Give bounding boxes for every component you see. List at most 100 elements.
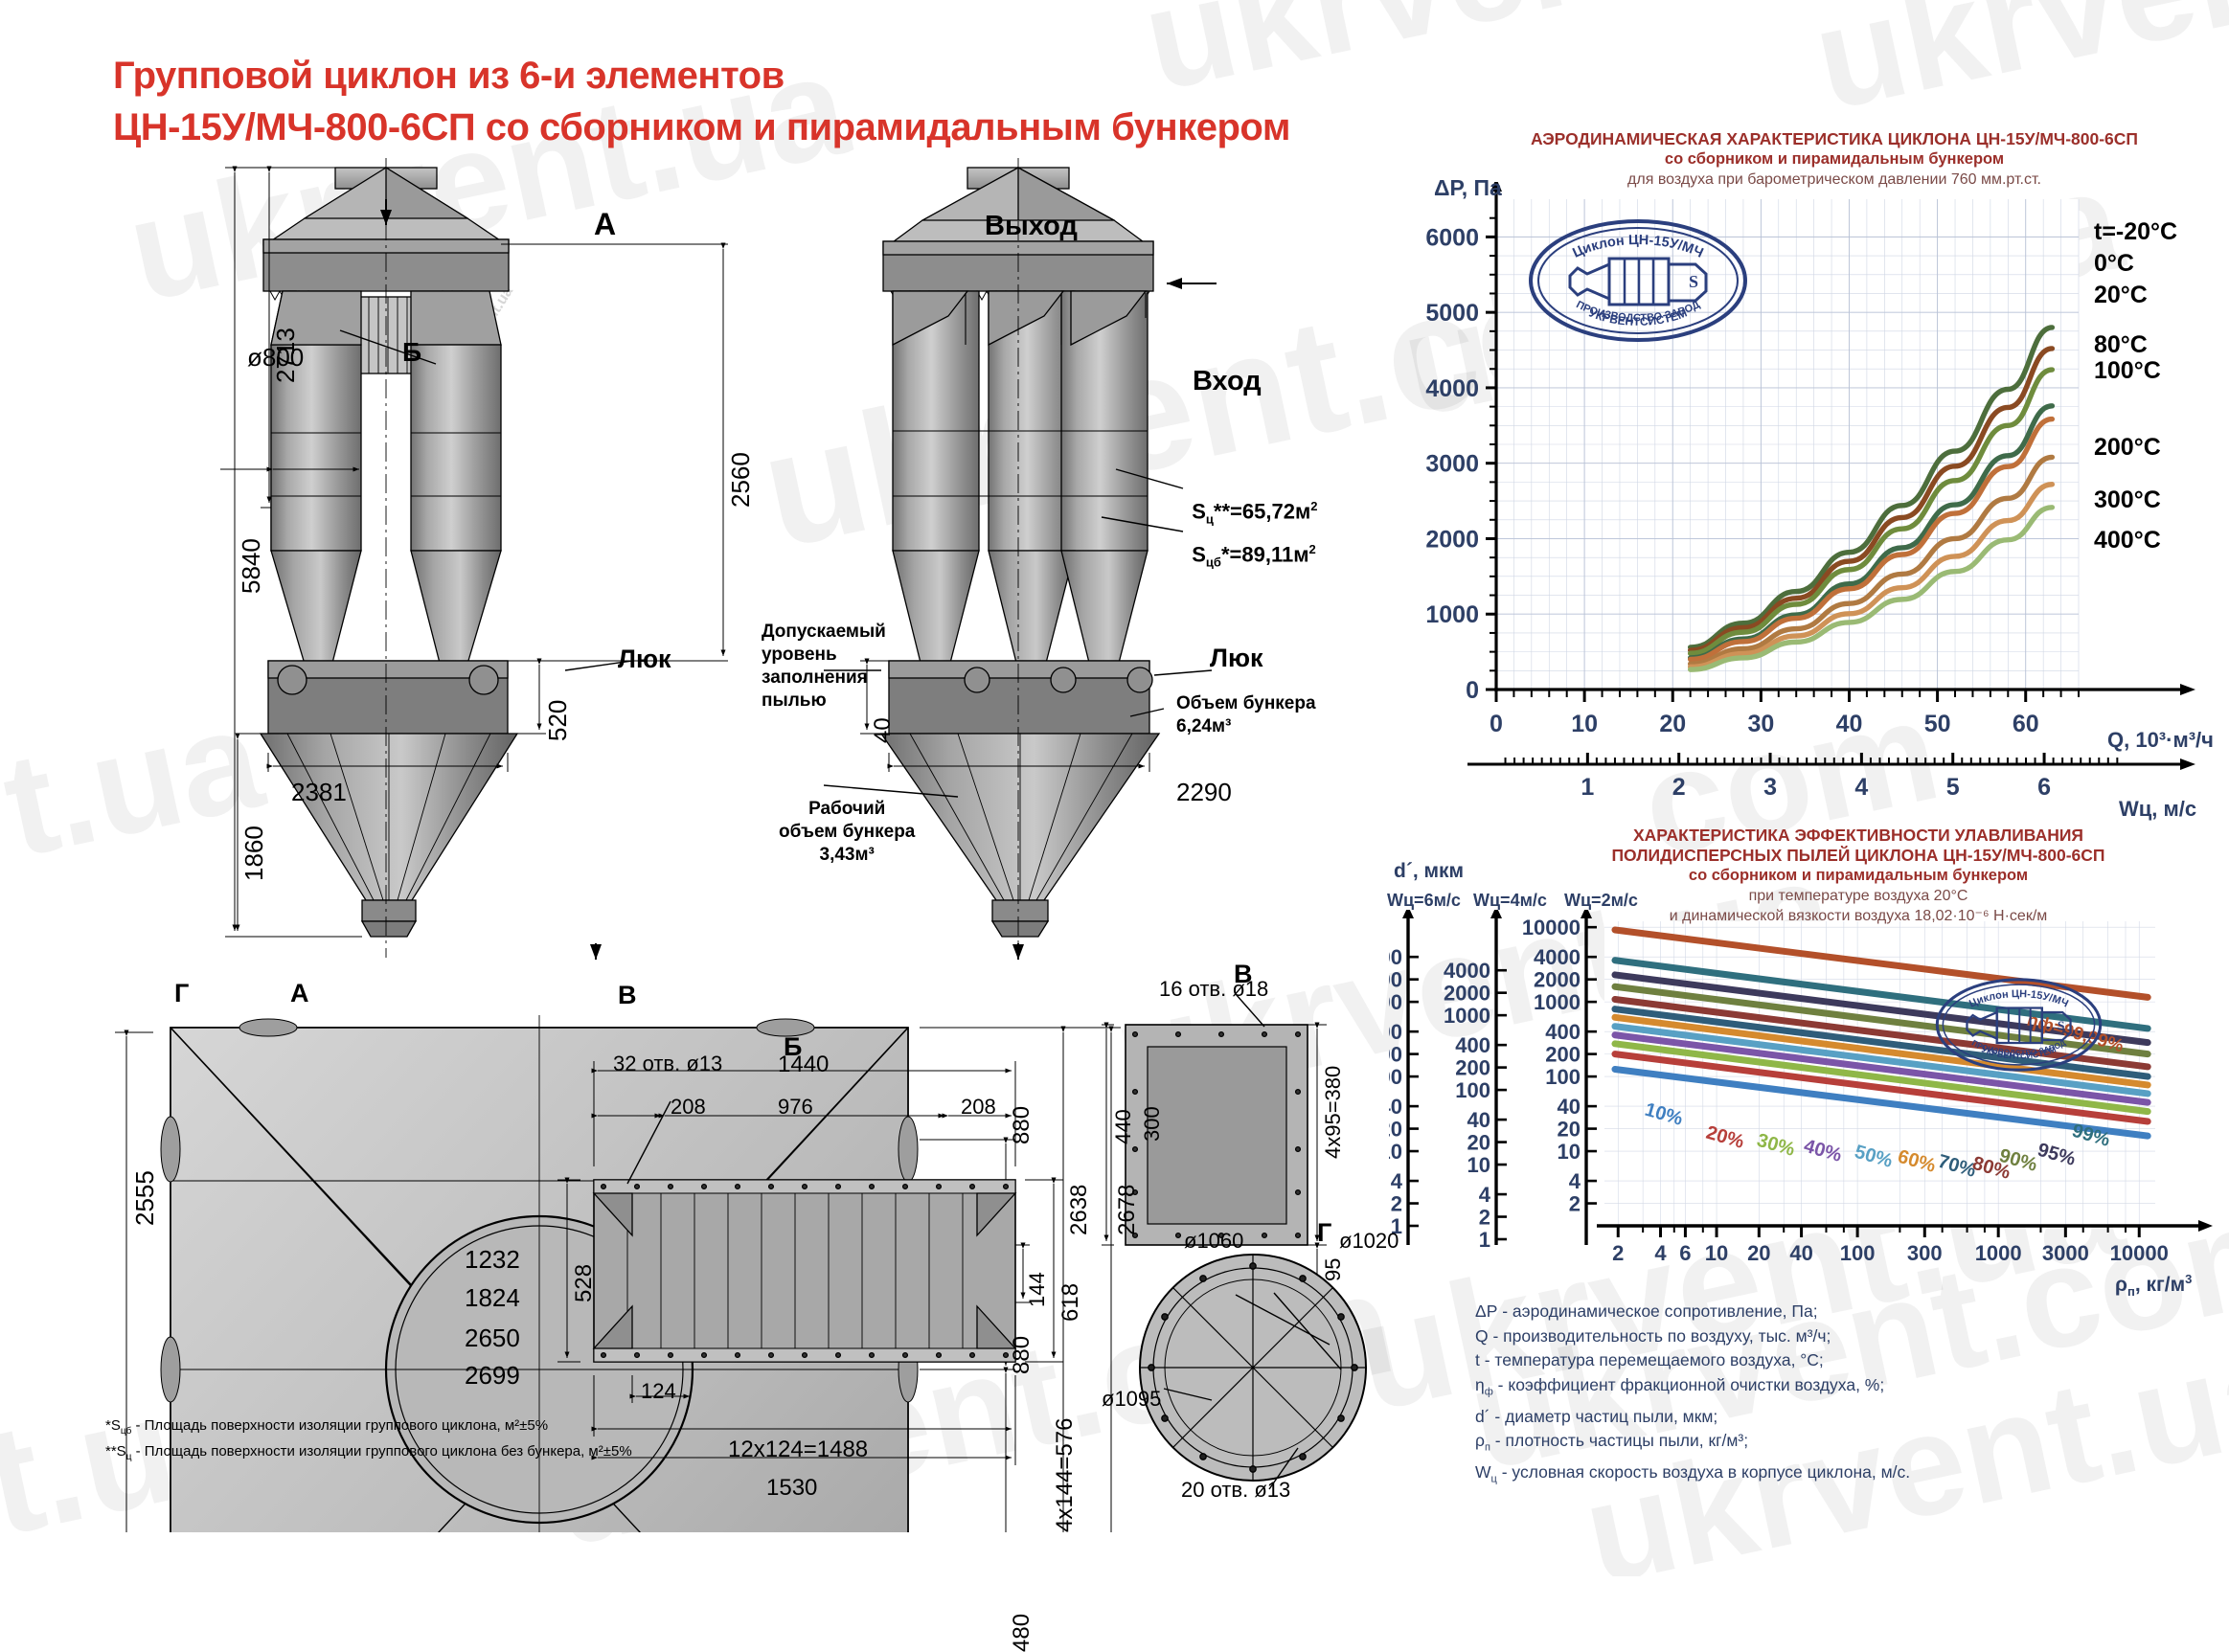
note-symbol: Q (1475, 1325, 1489, 1346)
svg-text:3: 3 (1763, 774, 1777, 801)
chart1-xlabel: Q, 10³·м³/ч (2107, 728, 2214, 752)
dim-124: 124 (641, 1379, 676, 1403)
svg-text:2: 2 (1391, 1192, 1402, 1216)
label-bunker-volume: Объем бункера 6,24м³ (1176, 693, 1316, 736)
label-hatch-right: Люк (1210, 644, 1263, 672)
chart2-yaxis2-label: Wц=4м/с (1473, 891, 1547, 910)
label-s-cyclone: Sц**=65,72м2 (1180, 474, 1317, 527)
note-text: - коэффициент фракционной очистки воздух… (1492, 1374, 1885, 1394)
svg-text:60: 60 (2013, 711, 2039, 737)
svg-text:10: 10 (1389, 1140, 1402, 1164)
dim-1232: 1232 (465, 1245, 520, 1274)
chart2-subtitle3: и динамической вязкости воздуха 18,02·10… (1669, 908, 2048, 924)
chart1-ylabel: ΔР, Па (1434, 175, 1502, 200)
svg-text:4: 4 (1654, 1241, 1667, 1265)
svg-text:4000: 4000 (1444, 959, 1490, 983)
svg-text:40: 40 (1467, 1108, 1490, 1132)
dim-520: 520 (543, 699, 572, 741)
svg-text:0: 0 (1490, 711, 1503, 737)
dim-d1095: ø1095 (1102, 1387, 1162, 1411)
label-inlet: Вход (1193, 366, 1262, 396)
svg-text:200: 200 (1455, 1056, 1490, 1080)
svg-text:10: 10 (1558, 1140, 1581, 1164)
svg-text:100: 100 (1840, 1241, 1876, 1265)
label-hatch-left: Люк (618, 645, 671, 673)
svg-text:4000: 4000 (1389, 945, 1402, 969)
svg-text:6: 6 (2037, 774, 2051, 801)
footnote-1-text: - Площадь поверхности изоляции групповог… (131, 1417, 549, 1434)
svg-text:20°C: 20°C (2094, 282, 2148, 308)
svg-text:400: 400 (1389, 1020, 1402, 1044)
label-section-v-bottom: В (618, 981, 637, 1009)
label-plan-a: А (290, 979, 309, 1007)
dim-2555: 2555 (130, 1170, 159, 1226)
svg-text:10: 10 (1467, 1153, 1490, 1177)
label-plan-b: Б (784, 1032, 803, 1061)
svg-text:1000: 1000 (1534, 990, 1581, 1014)
svg-text:4: 4 (1854, 774, 1868, 801)
chart2-yaxis1-label: Wц=6м/с (1387, 891, 1461, 910)
dim-880-a: 880 (1009, 1105, 1035, 1144)
svg-text:S: S (2058, 1018, 2065, 1032)
svg-text:30: 30 (1747, 711, 1774, 737)
label-section-b: Б (402, 337, 422, 367)
label-s-bunker: Sцб*=89,11м2 (1180, 517, 1316, 570)
chart2-xlabel: ρп, кг/м3 (2115, 1272, 2193, 1300)
chart2-subtitle2: при температуре воздуха 20°С (1748, 888, 1968, 904)
s-bunker-sup: 2 (1308, 542, 1316, 556)
chart-efficiency: 1241020401002004001000200040001241020401… (1389, 910, 2213, 1265)
svg-text:10000: 10000 (2110, 1241, 2169, 1265)
dim-880-b: 880 (1009, 1335, 1035, 1374)
svg-text:4: 4 (1391, 1169, 1403, 1193)
note-item: ρп - плотность частицы пыли, кг/м³; (1475, 1429, 1910, 1460)
s-bunker-sub: цб (1205, 554, 1221, 570)
footnote-1: *Sцб - Площадь поверхности изоляции груп… (105, 1415, 632, 1441)
s-bunker-symbol: S (1192, 542, 1206, 567)
dim-618: 618 (1058, 1282, 1083, 1322)
svg-text:300: 300 (1907, 1241, 1943, 1265)
label-section-a-top: А (594, 207, 617, 241)
svg-text:1: 1 (1391, 1214, 1402, 1238)
svg-text:400: 400 (1545, 1020, 1581, 1044)
svg-text:3000: 3000 (2042, 1241, 2089, 1265)
svg-text:40: 40 (1389, 1095, 1402, 1119)
dim-d1060: ø1060 (1184, 1229, 1244, 1253)
dim-300: 300 (1140, 1106, 1164, 1142)
svg-text:300°C: 300°C (2094, 487, 2161, 513)
label-plan-v: В (1234, 960, 1253, 988)
note-symbol: ΔР (1475, 1301, 1498, 1321)
dim-4x144: 4x144=576 (1052, 1417, 1078, 1532)
chart2-title2: ПОЛИДИСПЕРСНЫХ ПЫЛЕЙ ЦИКЛОНА ЦН-15У/МЧ-8… (1611, 846, 2105, 865)
svg-text:1000: 1000 (1425, 601, 1479, 628)
chart1-title-block: АЭРОДИНАМИЧЕСКАЯ ХАРАКТЕРИСТИКА ЦИКЛОНА … (1456, 129, 2213, 190)
footnote-2-symbol: **S (105, 1443, 126, 1460)
svg-text:0: 0 (1466, 677, 1479, 704)
dim-d1020: ø1020 (1339, 1229, 1399, 1253)
svg-text:2000: 2000 (1534, 968, 1581, 992)
svg-text:0°C: 0°C (2094, 250, 2134, 277)
dim-2290: 2290 (1176, 778, 1232, 806)
chart1-subtitle2: для воздуха при барометрическом давлении… (1627, 171, 2041, 188)
dim-208-left: 208 (671, 1095, 706, 1119)
svg-text:1: 1 (1581, 774, 1594, 801)
dim-16-holes: 16 отв. ø18 (1159, 977, 1269, 1001)
svg-text:2000: 2000 (1425, 526, 1479, 553)
svg-text:1000: 1000 (1444, 1004, 1490, 1028)
note-subscript: ф (1484, 1386, 1493, 1397)
dim-40: 40 (870, 717, 896, 743)
dim-1440: 1440 (778, 1052, 830, 1077)
svg-text:1000: 1000 (1975, 1241, 2022, 1265)
svg-text:20: 20 (1659, 711, 1686, 737)
note-text: - плотность частицы пыли, кг/м³; (1490, 1431, 1749, 1450)
svg-text:Циклон ЦН-15У/МЧ: Циклон ЦН-15У/МЧ (1967, 988, 2070, 1010)
dim-2638: 2638 (1066, 1184, 1092, 1235)
note-symbol: η (1475, 1374, 1485, 1394)
svg-text:3000: 3000 (1425, 451, 1479, 478)
dim-4x95: 4x95=380 (1321, 1065, 1345, 1159)
svg-text:200: 200 (1545, 1043, 1581, 1067)
label-dust-level: Допускаемый уровень заполнения пылью (762, 622, 886, 711)
chart1-xlabel2: Wц, м/с (2119, 797, 2197, 821)
svg-text:2: 2 (1569, 1192, 1581, 1216)
